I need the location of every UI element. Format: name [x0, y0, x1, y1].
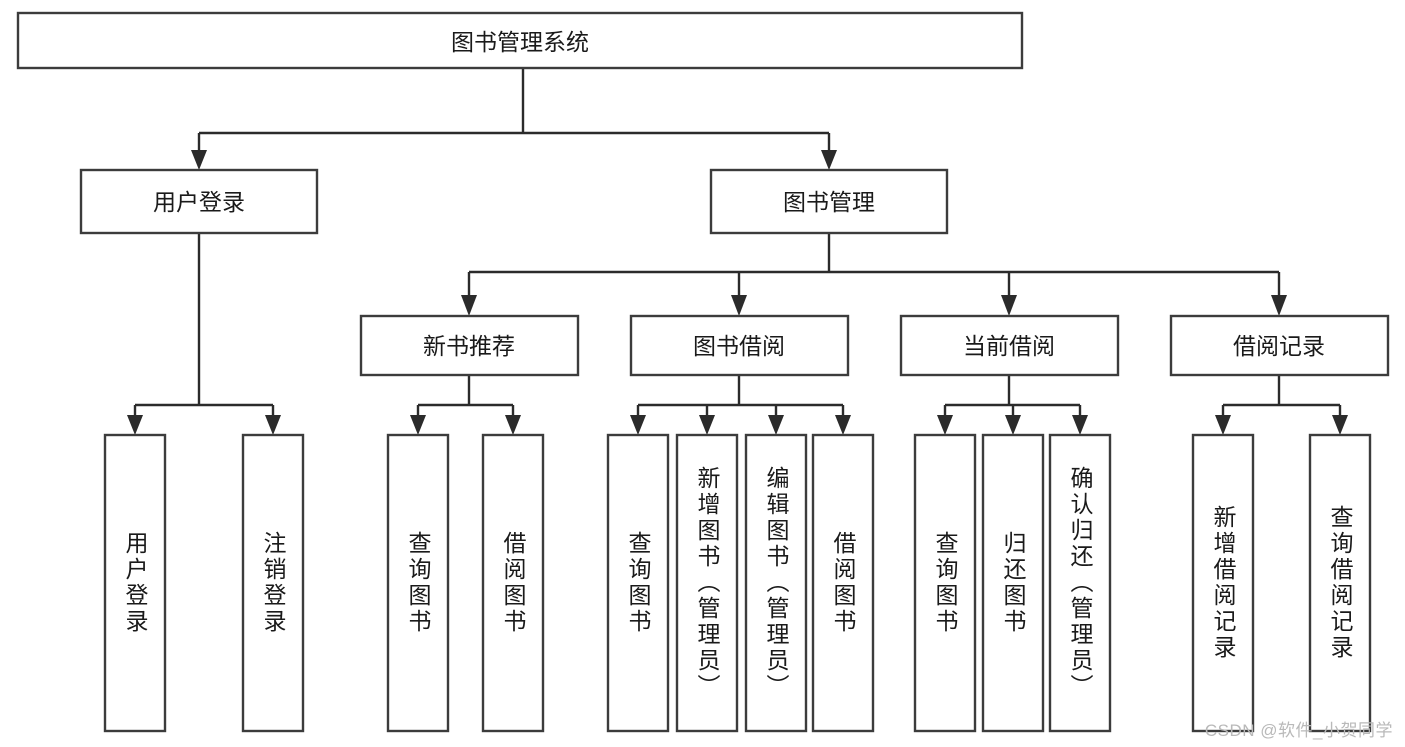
leaf-node-box[interactable] [103, 433, 167, 733]
arrow-leaf-2 [265, 415, 281, 435]
leaf-node-label: 归还图书 [1000, 531, 1027, 635]
node-current-borrow-label: 当前借阅 [963, 333, 1055, 359]
node-book-management-label: 图书管理 [783, 189, 875, 215]
leaf-node-label: 编辑图书（管理员） [763, 466, 790, 700]
node-borrow-record-box[interactable] [1169, 314, 1390, 377]
csdn-watermark: CSDN @软件_小贺同学 [1204, 721, 1393, 740]
leaf-node-box[interactable] [606, 433, 670, 733]
arrow-leaf-6 [699, 415, 715, 435]
arrow-leaf-11 [1072, 415, 1088, 435]
node-book-borrow[interactable]: 图书借阅 [629, 314, 850, 377]
leaf-node-label: 查询图书 [625, 531, 652, 635]
node-root-system-box[interactable] [16, 11, 1024, 70]
arrow-to-user-login [191, 150, 207, 170]
node-user-login[interactable]: 用户登录 [79, 168, 319, 235]
leaf-node[interactable]: 编辑图书（管理员） [744, 433, 808, 733]
arrow-to-new-book-rec [461, 295, 477, 316]
arrow-leaf-9 [937, 415, 953, 435]
arrow-to-book-borrow [731, 295, 747, 316]
arrow-leaf-4 [505, 415, 521, 435]
leaf-node-label: 新增借阅记录 [1210, 505, 1237, 661]
leaf-node-box[interactable] [675, 433, 739, 733]
node-book-borrow-box[interactable] [629, 314, 850, 377]
leaf-node-box[interactable] [811, 433, 875, 733]
node-current-borrow-box[interactable] [899, 314, 1120, 377]
leaf-node-box[interactable] [481, 433, 545, 733]
leaf-node[interactable]: 查询图书 [913, 433, 977, 733]
leaf-node-box[interactable] [981, 433, 1045, 733]
arrow-leaf-5 [630, 415, 646, 435]
leaf-node-label: 查询图书 [405, 531, 432, 635]
node-user-login-box[interactable] [79, 168, 319, 235]
leaf-node-box[interactable] [1048, 433, 1112, 733]
leaf-node-label: 新增图书（管理员） [694, 466, 721, 700]
leaf-node[interactable]: 查询图书 [606, 433, 670, 733]
leaf-node-label: 注销登录 [260, 531, 287, 635]
leaf-node[interactable]: 归还图书 [981, 433, 1045, 733]
arrow-leaf-8 [835, 415, 851, 435]
leaf-node-box[interactable] [386, 433, 450, 733]
leaf-node-box[interactable] [1308, 433, 1372, 733]
leaf-node-box[interactable] [241, 433, 305, 733]
node-book-management-box[interactable] [709, 168, 949, 235]
leaf-node-label: 查询借阅记录 [1327, 505, 1354, 661]
node-current-borrow[interactable]: 当前借阅 [899, 314, 1120, 377]
leaf-node[interactable]: 确认归还（管理员） [1048, 433, 1112, 733]
arrow-to-current-borrow [1001, 295, 1017, 316]
node-book-management[interactable]: 图书管理 [709, 168, 949, 235]
arrow-to-book-mgmt [821, 150, 837, 170]
leaf-node-label: 借阅图书 [500, 531, 527, 635]
leaf-node-label: 借阅图书 [830, 531, 857, 635]
leaf-node[interactable]: 新增图书（管理员） [675, 433, 739, 733]
arrow-leaf-10 [1005, 415, 1021, 435]
node-new-book-recommend-label: 新书推荐 [423, 333, 515, 359]
leaf-node[interactable]: 新增借阅记录 [1191, 433, 1255, 733]
arrow-leaf-13 [1332, 415, 1348, 435]
leaf-node-label: 确认归还（管理员） [1067, 466, 1094, 700]
leaf-node[interactable]: 用户登录 [103, 433, 167, 733]
node-new-book-recommend-box[interactable] [359, 314, 580, 377]
leaf-node-box[interactable] [1191, 433, 1255, 733]
leaf-node-label: 用户登录 [122, 531, 149, 635]
leaf-node[interactable]: 借阅图书 [811, 433, 875, 733]
node-root-system[interactable]: 图书管理系统 [16, 11, 1024, 70]
arrow-leaf-3 [410, 415, 426, 435]
leaf-node-box[interactable] [913, 433, 977, 733]
leaf-node[interactable]: 借阅图书 [481, 433, 545, 733]
node-user-login-label: 用户登录 [153, 189, 245, 215]
node-borrow-record-label: 借阅记录 [1233, 333, 1325, 359]
node-new-book-recommend[interactable]: 新书推荐 [359, 314, 580, 377]
arrow-leaf-1 [127, 415, 143, 435]
leaf-node[interactable]: 注销登录 [241, 433, 305, 733]
node-borrow-record[interactable]: 借阅记录 [1169, 314, 1390, 377]
leaf-node[interactable]: 查询图书 [386, 433, 450, 733]
leaf-node-box[interactable] [744, 433, 808, 733]
arrow-to-borrow-record [1271, 295, 1287, 316]
node-book-borrow-label: 图书借阅 [693, 333, 785, 359]
node-root-system-label: 图书管理系统 [451, 29, 589, 55]
arrow-leaf-7 [768, 415, 784, 435]
leaf-node[interactable]: 查询借阅记录 [1308, 433, 1372, 733]
arrow-leaf-12 [1215, 415, 1231, 435]
connector-layer [127, 68, 1348, 435]
leaf-node-label: 查询图书 [932, 531, 959, 635]
